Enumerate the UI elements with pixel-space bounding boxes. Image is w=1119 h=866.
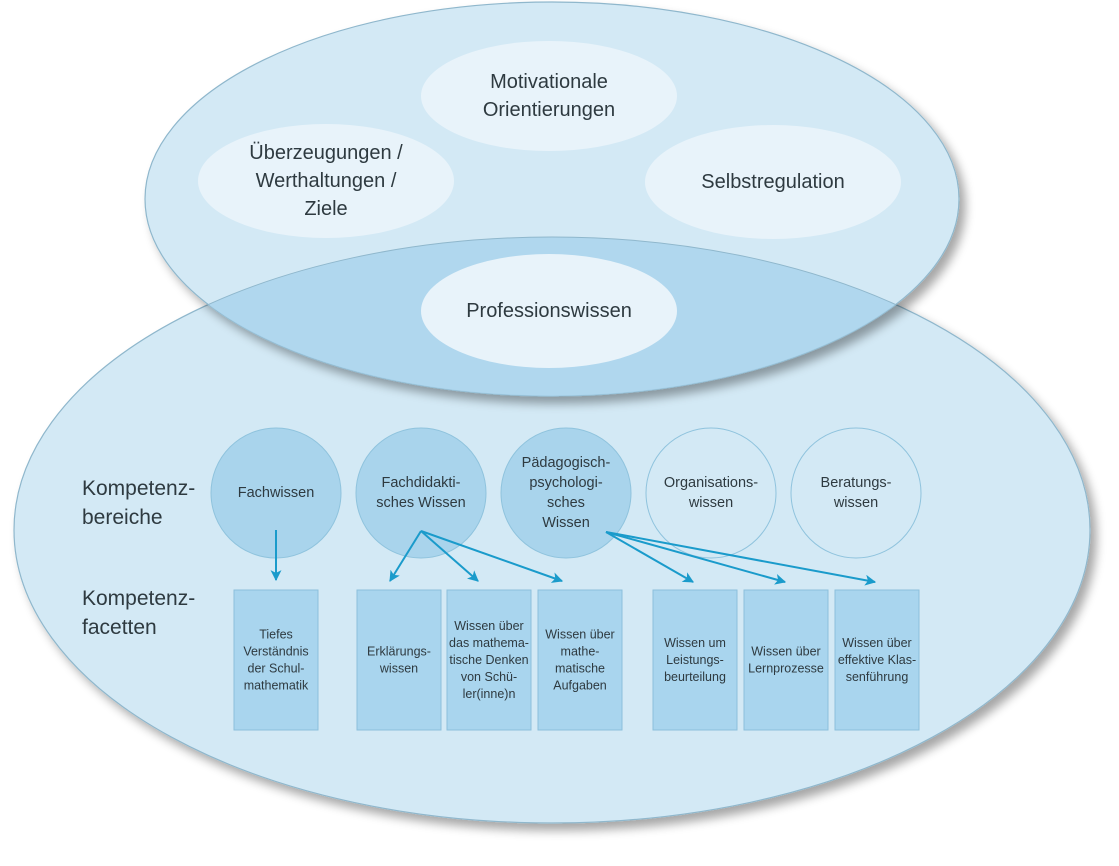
facette-box-klassen (834, 589, 920, 731)
aspect-label-selfreg: Selbstregulation (701, 171, 844, 193)
arrow-fachdidaktik-to-aufgaben (420, 530, 564, 583)
aspect-ellipse-beliefs (198, 124, 454, 238)
facette-box-lernprozesse (743, 589, 829, 731)
facette-label-klassen: Wissen über effektive Klas-senführung (838, 636, 916, 684)
bereich-label-paedpsych-line: sches (547, 495, 585, 511)
facette-label-lernprozesse-line: Wissen über (751, 645, 820, 659)
facette-label-aufgaben-line: mathe- (561, 645, 600, 659)
facette-label-tiefes-line: Verständnis (243, 645, 308, 659)
arrows-group (270, 530, 877, 586)
row-label-bereiche: Kompetenz-bereiche (82, 477, 195, 529)
bereich-label-fachdidaktik-line: Fachdidakti- (382, 475, 461, 491)
bereich-label-beratung-line: Beratungs- (821, 475, 892, 491)
bereich-label-paedpsych-line: Pädagogisch- (522, 455, 611, 471)
facette-label-erklaerung: Erklärungs-wissen (367, 645, 431, 676)
aspect-label-profwissen-line: Professionswissen (466, 300, 632, 322)
row-label-bereiche-line: Kompetenz- (82, 477, 195, 500)
arrow-paedpsych-to-lernprozesse (605, 531, 787, 585)
bereich-label-beratung-line: wissen (833, 495, 878, 511)
facette-label-leistung-line: Wissen um (664, 636, 726, 650)
bereich-label-organisation: Organisations-wissen (664, 475, 758, 511)
bereich-label-fachwissen: Fachwissen (238, 485, 315, 501)
facette-label-klassen-line: effektive Klas- (838, 653, 916, 667)
bereich-label-fachdidaktik: Fachdidakti-sches Wissen (376, 475, 465, 511)
row-label-facetten-line: facetten (82, 616, 157, 639)
row-label-facetten: Kompetenz-facetten (82, 587, 195, 639)
aspect-label-beliefs: Überzeugungen / Werthaltungen / Ziele (249, 142, 403, 220)
facette-label-denken-line: das mathema- (449, 636, 529, 650)
facette-label-erklaerung-line: Erklärungs- (367, 645, 431, 659)
facette-label-leistung-line: beurteilung (664, 670, 726, 684)
bereich-label-organisation-line: wissen (688, 495, 733, 511)
row-label-facetten-line: Kompetenz- (82, 587, 195, 610)
facette-box-leistung (652, 589, 738, 731)
facette-label-lernprozesse-line: Lernprozesse (748, 662, 824, 676)
facette-label-leistung-line: Leistungs- (666, 653, 724, 667)
aspect-ellipse-profwissen (421, 254, 677, 368)
facette-label-aufgaben-line: Wissen über (545, 628, 614, 642)
arrow-paedpsych-to-klassen (605, 531, 877, 586)
aspect-label-beliefs-line: Werthaltungen / (256, 170, 397, 192)
aspect-label-motivation-line: Orientierungen (483, 99, 615, 121)
facette-label-denken: Wissen über das mathema-tische Denken von … (449, 619, 529, 701)
bereich-circle-beratung (790, 427, 922, 559)
bereich-circle-organisation (645, 427, 777, 559)
aspect-label-beliefs-line: Überzeugungen / (249, 142, 403, 164)
facette-box-denken (446, 589, 532, 731)
bereich-label-beratung: Beratungs-wissen (821, 475, 892, 511)
facette-label-denken-line: von Schü- (461, 670, 517, 684)
facette-label-denken-line: ler(inne)n (463, 687, 516, 701)
bereich-label-fachdidaktik-line: sches Wissen (376, 495, 465, 511)
facette-label-leistung: Wissen um Leistungs-beurteilung (664, 636, 726, 684)
facette-label-denken-line: Wissen über (454, 619, 523, 633)
bereich-label-paedpsych-line: psychologi- (529, 475, 603, 491)
facette-label-tiefes-line: mathematik (244, 679, 309, 693)
facette-label-aufgaben-line: matische (555, 662, 605, 676)
bereich-circle-fachdidaktik (355, 427, 487, 559)
facette-box-aufgaben (537, 589, 623, 731)
facette-label-erklaerung-line: wissen (379, 662, 418, 676)
arrow-fachdidaktik-to-denken (420, 530, 479, 582)
facette-label-klassen-line: senführung (846, 670, 909, 684)
facette-label-klassen-line: Wissen über (842, 636, 911, 650)
facette-box-tiefes (233, 589, 319, 731)
aspect-ellipse-motivation (421, 41, 677, 151)
aspect-label-motivation-line: Motivationale (490, 71, 608, 93)
aspect-group: MotivationaleOrientierungenÜberzeugungen… (198, 41, 901, 368)
row-label-bereiche-line: bereiche (82, 506, 163, 529)
facette-box-erklaerung (356, 589, 442, 731)
aspect-label-selfreg-line: Selbstregulation (701, 171, 844, 193)
overlap-outline (145, 236, 959, 396)
bereich-label-fachwissen-line: Fachwissen (238, 485, 315, 501)
arrow-fachdidaktik-to-erklaerung (389, 530, 422, 582)
arrow-paedpsych-to-leistung (605, 531, 694, 583)
aspect-label-profwissen: Professionswissen (466, 300, 632, 322)
aspect-label-beliefs-line: Ziele (304, 198, 347, 220)
facette-label-tiefes-line: der Schul- (248, 662, 305, 676)
aspect-ellipse-selfreg (645, 125, 901, 239)
bereich-label-organisation-line: Organisations- (664, 475, 758, 491)
facette-label-denken-line: tische Denken (449, 653, 528, 667)
bereich-circle-paedpsych (500, 427, 632, 559)
bereich-label-paedpsych-line: Wissen (542, 515, 590, 531)
facette-label-aufgaben-line: Aufgaben (553, 679, 607, 693)
facette-label-tiefes-line: Tiefes (259, 628, 293, 642)
